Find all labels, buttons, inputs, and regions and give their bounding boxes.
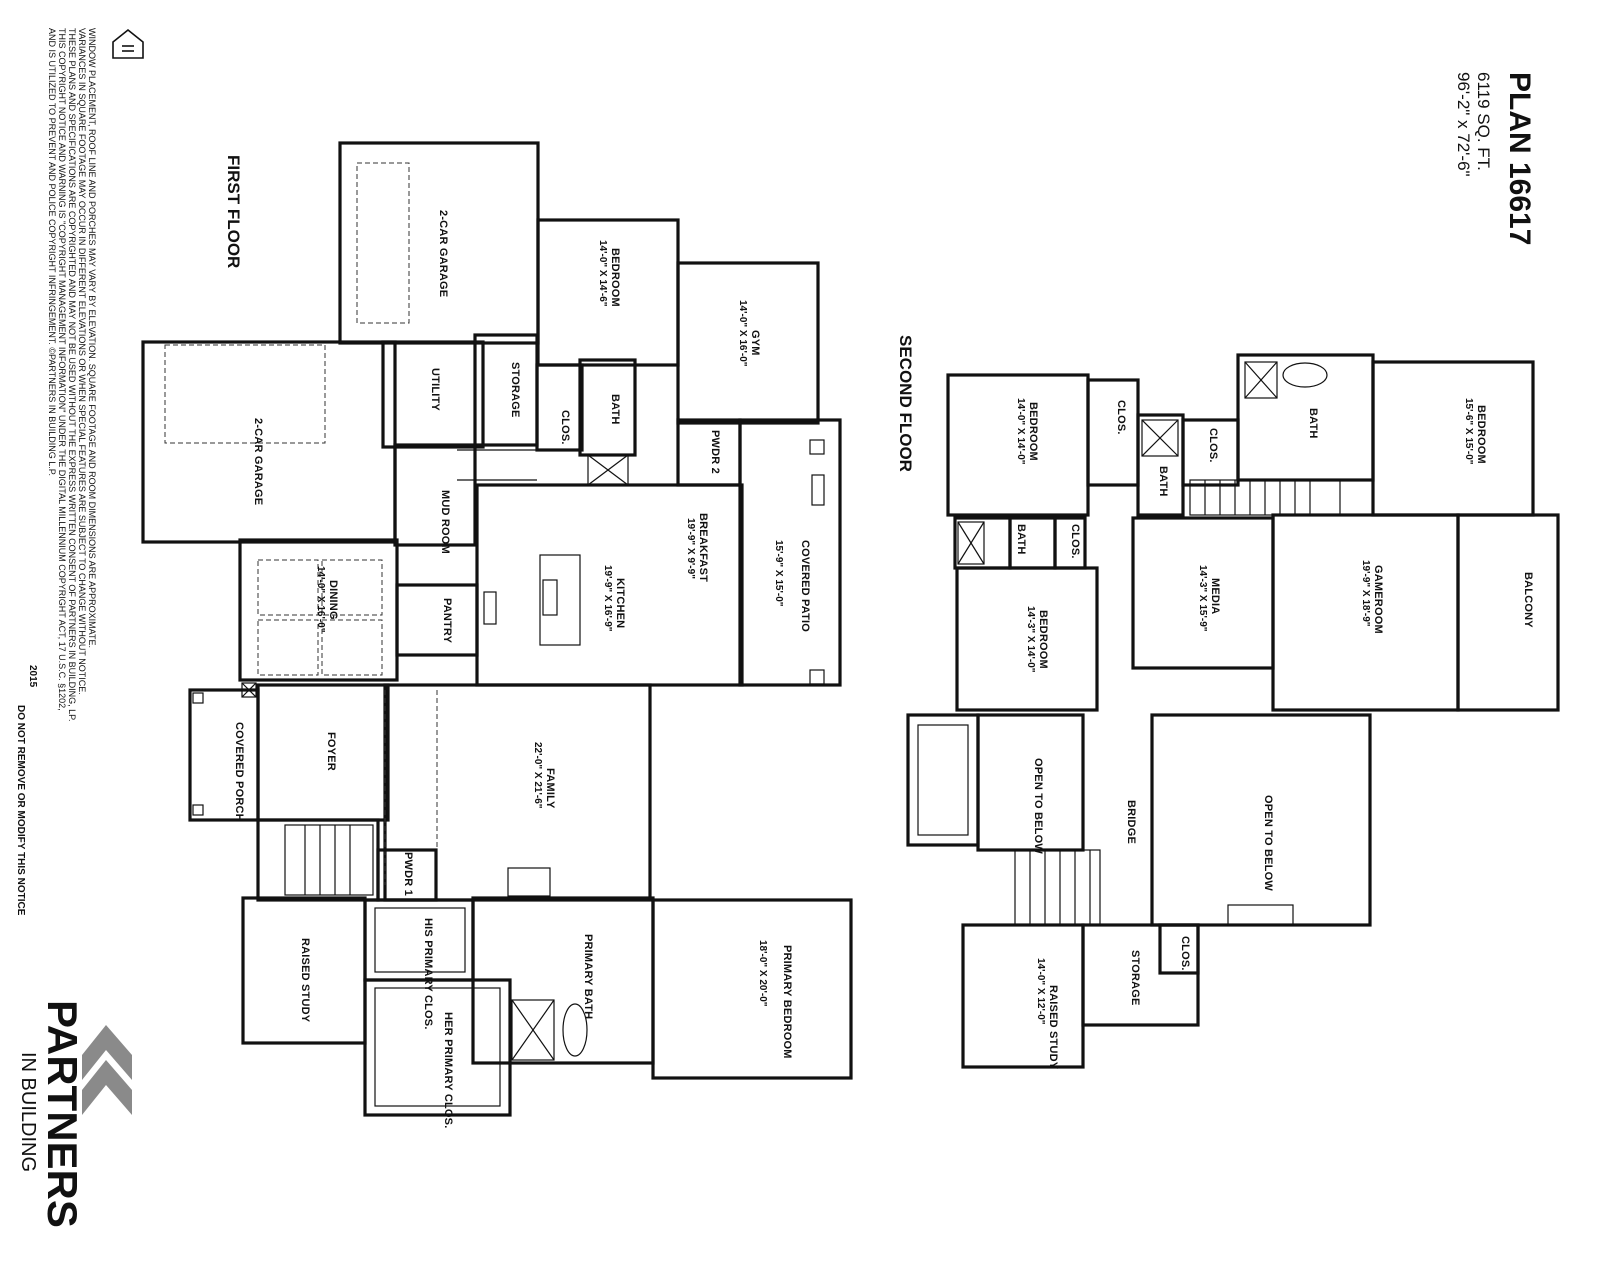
label-mud-room: MUD ROOM xyxy=(439,490,451,554)
label-his-closet: HIS PRIMARY CLOS. xyxy=(422,918,434,1030)
label-pwdr1: PWDR 1 xyxy=(402,852,414,896)
label-open-below-b: OPEN TO BELOW xyxy=(1262,795,1274,891)
label-bridge: BRIDGE xyxy=(1125,800,1137,844)
size-gym: 14'-0" X 16'-0" xyxy=(737,300,748,367)
disclaimer-line-3: THESE PLANS AND SPECIFICATIONS ARE COPYR… xyxy=(67,28,77,721)
label-storage: STORAGE xyxy=(509,362,521,418)
label-primary-bath: PRIMARY BATH xyxy=(582,934,594,1019)
label-bedroom-a: BEDROOM xyxy=(1027,402,1039,461)
size-media: 14'-3" X 15'-9" xyxy=(1197,565,1208,632)
label-clos-d: CLOS. xyxy=(1179,936,1191,971)
label-primary-bedroom: PRIMARY BEDROOM xyxy=(781,945,793,1059)
brand-name: PARTNERS xyxy=(39,1000,86,1228)
size-family: 22'-0" X 21'-6" xyxy=(532,742,543,809)
plan-title: PLAN 16617 xyxy=(1503,72,1536,245)
size-bedroom-a: 14'-0" X 14'-0" xyxy=(1015,398,1026,465)
label-pwdr2: PWDR 2 xyxy=(709,430,721,474)
label-storage-2f: STORAGE xyxy=(1129,950,1141,1006)
label-bath-1f: BATH xyxy=(609,394,621,425)
label-gym: GYM xyxy=(749,330,761,356)
size-primary-bedroom: 18'-0" X 20'-0" xyxy=(757,940,768,1007)
second-floor-labels: BEDROOM 14'-0" X 14'-0" CLOS. CLOS. BATH… xyxy=(1015,398,1534,1070)
label-covered-porch: COVERED PORCH xyxy=(233,722,245,822)
label-balcony: BALCONY xyxy=(1522,572,1534,628)
label-bedroom-1f: BEDROOM xyxy=(609,248,621,307)
label-open-below-a: OPEN TO BELOW xyxy=(1032,758,1044,854)
label-clos-b: CLOS. xyxy=(1207,428,1219,463)
disclaimer-notice: DO NOT REMOVE OR MODIFY THIS NOTICE xyxy=(15,705,26,916)
label-foyer: FOYER xyxy=(325,732,337,771)
label-raised-study-1f: RAISED STUDY xyxy=(299,938,311,1023)
label-bath-b: BATH xyxy=(1157,466,1169,497)
second-floor-label: SECOND FLOOR xyxy=(896,335,915,472)
label-her-closet: HER PRIMARY CLOS. xyxy=(442,1012,454,1128)
size-raised-study-2f: 14'-0" X 12'-0" xyxy=(1035,958,1046,1025)
label-pantry: PANTRY xyxy=(441,598,453,644)
label-bedroom-c: BEDROOM xyxy=(1037,610,1049,669)
disclaimer-year: 2015 xyxy=(27,665,38,688)
equal-housing-icon xyxy=(112,28,144,59)
second-floor-plan xyxy=(906,353,1560,1069)
label-clos-c: CLOS. xyxy=(1069,524,1081,559)
plan-dimensions: 96'-2" x 72'-6" xyxy=(1454,72,1473,177)
label-kitchen: KITCHEN xyxy=(614,578,626,628)
size-bedroom-1f: 14'-0" X 14'-6" xyxy=(597,240,608,307)
first-floor-plan xyxy=(141,141,853,1117)
disclaimer-line-4: THIS COPYRIGHT NOTICE AND WARNING IS "CO… xyxy=(57,28,67,711)
brand-tagline: IN BUILDING xyxy=(17,1052,39,1172)
size-gameroom: 19'-9" X 18'-9" xyxy=(1360,560,1371,627)
size-covered-patio: 15'-9" X 15'-0" xyxy=(773,540,784,607)
label-garage-front: 2-CAR GARAGE xyxy=(437,210,449,297)
label-bath-c: BATH xyxy=(1015,524,1027,555)
size-breakfast: 19'-9" X 9'-9" xyxy=(685,518,696,579)
label-dining: DINING xyxy=(327,580,339,620)
label-covered-patio: COVERED PATIO xyxy=(799,540,811,632)
size-kitchen: 19'-9" X 16'-9" xyxy=(602,565,613,632)
size-bedroom-c: 14'-3" X 14'-0" xyxy=(1025,606,1036,673)
label-breakfast: BREAKFAST xyxy=(697,513,709,582)
plan-sqft: 6119 SQ. FT. xyxy=(1474,72,1493,171)
size-bedroom-b: 15'-6" X 15'-0" xyxy=(1463,398,1474,465)
label-bedroom-b: BEDROOM xyxy=(1475,405,1487,464)
label-media: MEDIA xyxy=(1209,578,1221,614)
label-garage-rear: 2-CAR GARAGE xyxy=(252,418,264,505)
size-dining: 14'-0" X 16'-0" xyxy=(315,566,326,633)
disclaimer-line-5: AND IS UTILIZED TO PREVENT AND POLICE CO… xyxy=(47,28,57,476)
copyright-disclaimer: WINDOW PLACEMENT, ROOF LINE AND PORCHES … xyxy=(15,28,97,916)
label-bath-a: BATH xyxy=(1307,408,1319,439)
disclaimer-line-2: VARIANCES IN SQUARE FOOTAGE MAY OCCUR IN… xyxy=(77,28,87,695)
garage-rear-walls xyxy=(141,340,397,544)
disclaimer-line-1: WINDOW PLACEMENT, ROOF LINE AND PORCHES … xyxy=(87,28,97,648)
label-clos-a: CLOS. xyxy=(1115,400,1127,435)
label-utility: UTILITY xyxy=(429,368,441,411)
label-family: FAMILY xyxy=(544,768,556,809)
label-clos-1f: CLOS. xyxy=(559,410,571,445)
label-raised-study-2f: RAISED STUDY xyxy=(1047,985,1059,1070)
first-floor-label: FIRST FLOOR xyxy=(224,155,243,268)
label-gameroom: GAMEROOM xyxy=(1372,565,1384,634)
chevron-logo-icon xyxy=(82,1025,132,1115)
plan-title-block: PLAN 16617 6119 SQ. FT. 96'-2" x 72'-6" xyxy=(1454,72,1536,245)
first-floor-labels: 2-CAR GARAGE 2-CAR GARAGE BEDROOM 14'-0"… xyxy=(233,210,811,1128)
